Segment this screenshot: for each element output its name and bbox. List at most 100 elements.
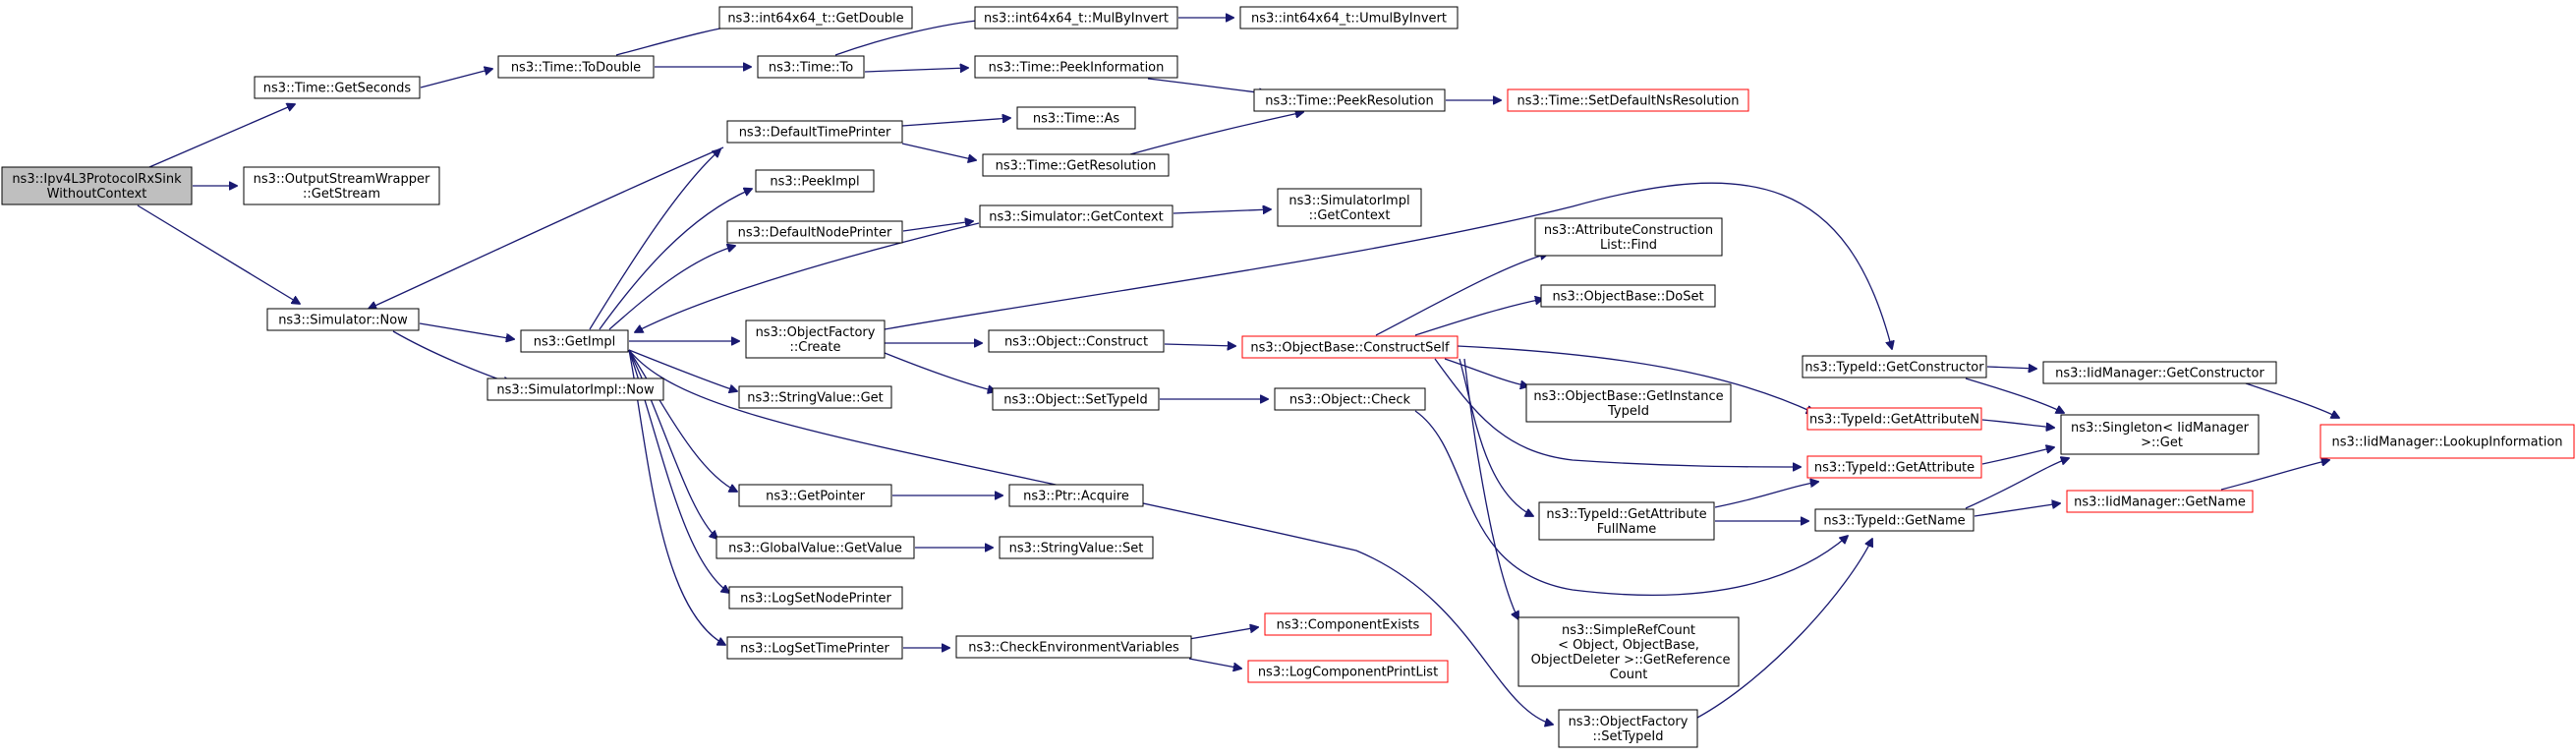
node-typeid_getattribute[interactable]: ns3::TypeId::GetAttribute (1806, 455, 1982, 479)
node-default_node_printer[interactable]: ns3::DefaultNodePrinter (726, 220, 903, 244)
node-box[interactable] (726, 120, 903, 144)
node-check_env_vars[interactable]: ns3::CheckEnvironmentVariables (955, 635, 1192, 659)
node-objfactory_settypeid[interactable]: ns3::ObjectFactory::SetTypeId (1558, 709, 1698, 748)
node-iidmanager_getconstructor[interactable]: ns3::IidManager::GetConstructor (2042, 361, 2277, 384)
node-box[interactable] (1517, 616, 1740, 687)
node-time_as[interactable]: ns3::Time::As (1016, 106, 1136, 130)
node-box[interactable] (755, 169, 875, 193)
node-box[interactable] (2066, 490, 2254, 513)
node-box[interactable] (1558, 709, 1698, 748)
node-object_settypeid[interactable]: ns3::Object::SetTypeId (992, 387, 1160, 411)
node-singleton_get[interactable]: ns3::Singleton< IidManager >::Get (2060, 414, 2260, 455)
node-box[interactable] (487, 378, 664, 401)
node-box[interactable] (955, 635, 1192, 659)
node-box[interactable] (254, 76, 421, 99)
node-ptr_acquire[interactable]: ns3::Ptr::Acquire (1008, 484, 1144, 507)
node-objectbase_doset[interactable]: ns3::ObjectBase::DoSet (1540, 284, 1716, 308)
node-globalvalue_getvalue[interactable]: ns3::GlobalValue::GetValue (716, 536, 915, 559)
node-box[interactable] (1534, 217, 1723, 257)
node-box[interactable] (1540, 284, 1716, 308)
node-box[interactable] (1806, 407, 1982, 431)
node-box[interactable] (1802, 355, 1987, 378)
node-box[interactable] (1525, 383, 1732, 423)
node-get_pointer[interactable]: ns3::GetPointer (738, 484, 892, 507)
node-box[interactable] (266, 308, 420, 331)
node-iidmanager_getname[interactable]: ns3::IidManager::GetName (2066, 490, 2254, 513)
node-simimpl_getcontext[interactable]: ns3::SimulatorImpl::GetContext (1277, 188, 1422, 227)
node-box[interactable] (1814, 508, 1975, 532)
node-box[interactable] (1241, 335, 1459, 359)
node-box[interactable] (243, 166, 440, 205)
node-simplerefcount_getreferencecount[interactable]: ns3::SimpleRefCount< Object, ObjectBase,… (1517, 616, 1740, 687)
node-box[interactable] (1274, 387, 1426, 411)
node-box[interactable] (726, 636, 903, 660)
node-log_set_time_printer[interactable]: ns3::LogSetTimePrinter (726, 636, 903, 660)
node-box[interactable] (2319, 424, 2575, 459)
node-box[interactable] (979, 204, 1174, 228)
node-stringvalue_set[interactable]: ns3::StringValue::Set (999, 536, 1154, 559)
node-box[interactable] (1264, 612, 1432, 636)
node-typeid_getconstructor[interactable]: ns3::TypeId::GetConstructor (1802, 355, 1987, 378)
node-time_to[interactable]: ns3::Time::To (757, 55, 865, 79)
node-simimpl_now[interactable]: ns3::SimulatorImpl::Now (487, 378, 664, 401)
node-get_seconds[interactable]: ns3::Time::GetSeconds (254, 76, 421, 99)
node-stringvalue_get[interactable]: ns3::StringValue::Get (738, 385, 892, 409)
node-box[interactable] (988, 329, 1165, 353)
node-box[interactable] (1253, 88, 1446, 112)
node-int64_getdouble[interactable]: ns3::int64x64_t::GetDouble (718, 6, 913, 29)
node-box[interactable] (1277, 188, 1422, 227)
node-box[interactable] (738, 385, 892, 409)
node-box[interactable] (738, 484, 892, 507)
node-box[interactable] (497, 55, 655, 79)
node-object_check[interactable]: ns3::Object::Check (1274, 387, 1426, 411)
node-peek_resolution[interactable]: ns3::Time::PeekResolution (1253, 88, 1446, 112)
node-time_getresolution[interactable]: ns3::Time::GetResolution (982, 153, 1170, 177)
node-peek_information[interactable]: ns3::Time::PeekInformation (974, 55, 1178, 79)
node-box[interactable] (745, 320, 886, 359)
node-typeid_getname[interactable]: ns3::TypeId::GetName (1814, 508, 1975, 532)
node-box[interactable] (1507, 88, 1749, 112)
node-component_exists[interactable]: ns3::ComponentExists (1264, 612, 1432, 636)
node-object_construct[interactable]: ns3::Object::Construct (988, 329, 1165, 353)
node-box[interactable] (1008, 484, 1144, 507)
node-get_impl[interactable]: ns3::GetImpl (520, 329, 629, 353)
node-box[interactable] (2060, 414, 2260, 455)
node-box[interactable] (728, 586, 903, 610)
node-box[interactable] (992, 387, 1160, 411)
node-int64_mulbyinvert[interactable]: ns3::int64x64_t::MulByInvert (974, 6, 1178, 29)
node-box[interactable] (999, 536, 1154, 559)
node-label: ns3::Time::PeekInformation (989, 61, 1165, 76)
node-box[interactable] (716, 536, 915, 559)
node-box[interactable] (974, 6, 1178, 29)
node-box[interactable] (520, 329, 629, 353)
node-box[interactable] (1806, 455, 1982, 479)
node-box[interactable] (1247, 660, 1449, 683)
node-box[interactable] (718, 6, 913, 29)
node-box[interactable] (726, 220, 903, 244)
node-log_set_node_printer[interactable]: ns3::LogSetNodePrinter (728, 586, 903, 610)
node-objectbase_constructself[interactable]: ns3::ObjectBase::ConstructSelf (1241, 335, 1459, 359)
node-box[interactable] (2042, 361, 2277, 384)
node-box[interactable] (1239, 6, 1459, 29)
node-box[interactable] (757, 55, 865, 79)
node-sim_now[interactable]: ns3::Simulator::Now (266, 308, 420, 331)
node-set_default_ns_resolution[interactable]: ns3::Time::SetDefaultNsResolution (1507, 88, 1749, 112)
node-int64_umulbyinvert[interactable]: ns3::int64x64_t::UmulByInvert (1239, 6, 1459, 29)
node-box[interactable] (1016, 106, 1136, 130)
edge-sim_getcontext-to-get_impl (635, 222, 980, 332)
node-peek_impl[interactable]: ns3::PeekImpl (755, 169, 875, 193)
node-box[interactable] (1538, 501, 1715, 541)
node-log_component_print_list[interactable]: ns3::LogComponentPrintList (1247, 660, 1449, 683)
node-sim_getcontext[interactable]: ns3::Simulator::GetContext (979, 204, 1174, 228)
node-box[interactable] (974, 55, 1178, 79)
node-box[interactable] (982, 153, 1170, 177)
node-typeid_getattributen[interactable]: ns3::TypeId::GetAttributeN (1806, 407, 1982, 431)
node-default_time_printer[interactable]: ns3::DefaultTimePrinter (726, 120, 903, 144)
node-osw_getstream[interactable]: ns3::OutputStreamWrapper::GetStream (243, 166, 440, 205)
node-iidmanager_lookupinformation[interactable]: ns3::IidManager::LookupInformation (2319, 424, 2575, 459)
node-objfactory_create[interactable]: ns3::ObjectFactory::Create (745, 320, 886, 359)
node-to_double[interactable]: ns3::Time::ToDouble (497, 55, 655, 79)
